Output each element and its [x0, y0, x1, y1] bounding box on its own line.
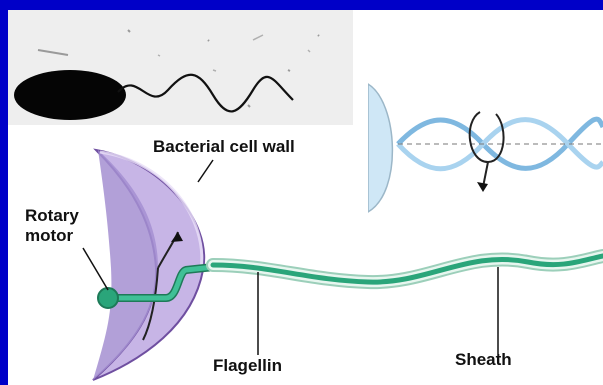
- helix-inset: [368, 82, 603, 214]
- label-flagellin: Flagellin: [213, 356, 282, 375]
- curved-arrow-icon: [477, 182, 488, 192]
- label-rotary-motor-line1: Rotary: [25, 206, 79, 225]
- label-rotary-motor-line2: motor: [25, 226, 73, 245]
- rotary-motor: [98, 288, 118, 308]
- label-cell-wall: Bacterial cell wall: [153, 137, 295, 156]
- label-sheath: Sheath: [455, 350, 512, 369]
- helix-drawing: [368, 82, 603, 214]
- cell-surface: [368, 84, 392, 212]
- leader-rotary-motor: [83, 248, 108, 290]
- leader-cell-wall: [198, 160, 213, 182]
- diagram-panel: Bacterial cell wall Rotary motor Flagell…: [8, 10, 603, 385]
